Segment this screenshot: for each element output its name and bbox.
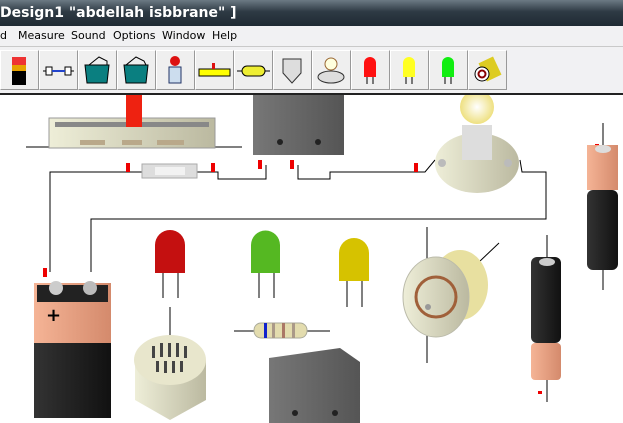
battery-9v-button[interactable] bbox=[0, 50, 39, 90]
motor-icon bbox=[474, 56, 502, 82]
rocker-switch-2[interactable] bbox=[269, 348, 360, 423]
battery-9v[interactable]: + bbox=[34, 281, 111, 418]
yellow-led-icon bbox=[403, 57, 415, 84]
green-led-icon bbox=[442, 57, 454, 84]
battery-aa-middle[interactable] bbox=[531, 257, 561, 380]
push-button-icon bbox=[168, 56, 182, 84]
battery-9v-icon bbox=[12, 57, 26, 85]
svg-text:+: + bbox=[46, 305, 61, 326]
buzzer-button[interactable] bbox=[273, 50, 312, 90]
toolbar bbox=[0, 47, 623, 95]
window-title: Design1 "abdellah isbbrane" ] bbox=[0, 5, 237, 21]
resistor-button[interactable] bbox=[234, 50, 273, 90]
lamp-icon bbox=[317, 57, 345, 84]
slide-potentiometer-button[interactable] bbox=[195, 50, 234, 90]
motor-button[interactable] bbox=[468, 50, 507, 90]
fuse-button[interactable] bbox=[39, 50, 78, 90]
push-button-button[interactable] bbox=[156, 50, 195, 90]
circuit-canvas[interactable]: + bbox=[0, 95, 623, 423]
rocker-switch-icon bbox=[84, 56, 110, 84]
menu-options[interactable]: Options bbox=[113, 29, 156, 42]
led-yellow[interactable] bbox=[339, 238, 369, 307]
rocker-switch-button[interactable] bbox=[78, 50, 117, 90]
red-led-icon bbox=[364, 57, 376, 84]
lamp[interactable] bbox=[435, 95, 519, 193]
title-bar: Design1 "abdellah isbbrane" ] bbox=[0, 0, 623, 26]
menu-bar: d Measure Sound Options Window Help bbox=[0, 26, 623, 47]
fuse[interactable] bbox=[141, 163, 198, 179]
menu-measure[interactable]: Measure bbox=[18, 29, 65, 42]
rocker-switch-on-icon bbox=[123, 56, 149, 84]
led-red[interactable] bbox=[155, 230, 185, 298]
led-green[interactable] bbox=[251, 230, 280, 298]
battery-aa-right[interactable] bbox=[587, 145, 618, 270]
fuse-icon bbox=[43, 66, 74, 76]
buzzer[interactable] bbox=[134, 335, 206, 420]
red-led-button[interactable] bbox=[351, 50, 390, 90]
yellow-led-button[interactable] bbox=[390, 50, 429, 90]
menu-sound[interactable]: Sound bbox=[71, 29, 106, 42]
green-led-button[interactable] bbox=[429, 50, 468, 90]
menu-help[interactable]: Help bbox=[212, 29, 238, 42]
lamp-button[interactable] bbox=[312, 50, 351, 90]
dc-motor[interactable] bbox=[402, 250, 488, 338]
resistor[interactable] bbox=[253, 322, 308, 339]
rocker-switch[interactable] bbox=[253, 95, 344, 155]
buzzer-icon bbox=[282, 58, 302, 84]
menu-window[interactable]: Window bbox=[162, 29, 206, 42]
menu-item-d[interactable]: d bbox=[0, 29, 7, 42]
slide-potentiometer-icon bbox=[198, 63, 231, 77]
rocker-switch-on-button[interactable] bbox=[117, 50, 156, 90]
resistor-icon bbox=[237, 65, 270, 77]
slide-potentiometer[interactable] bbox=[48, 95, 216, 149]
